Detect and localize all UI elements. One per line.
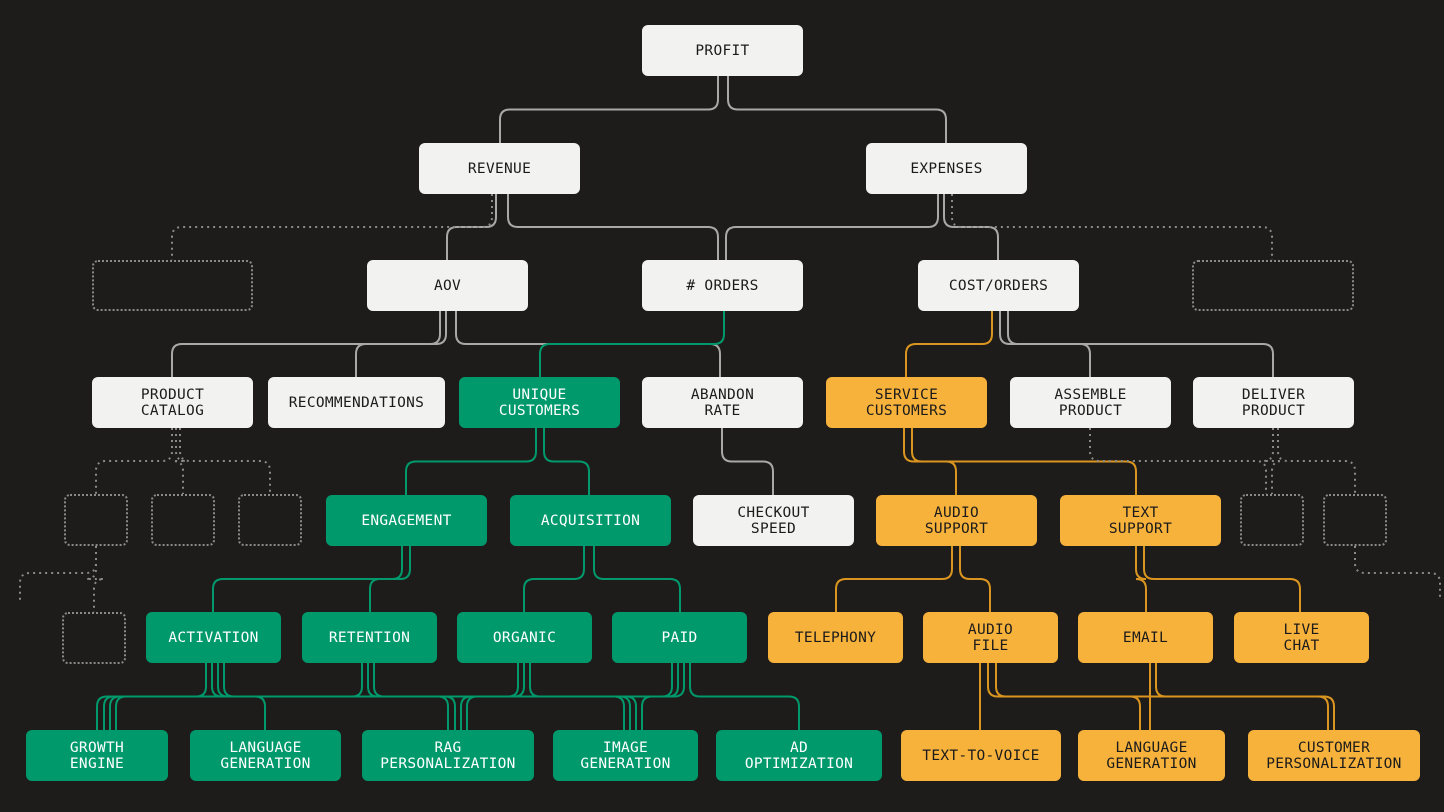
- node-engagement: ENGAGEMENT: [326, 495, 487, 546]
- link-engagement-activation: [212, 546, 403, 612]
- node-abandon-rate: ABANDON RATE: [642, 377, 803, 428]
- placeholder-catalog-1: [64, 494, 128, 546]
- link-paid-ad: [689, 663, 800, 730]
- node-activation: ACTIVATION: [146, 612, 281, 663]
- link-acquisition-organic: [523, 546, 585, 612]
- link-paid-growth: [115, 663, 673, 730]
- node-text-support: TEXT SUPPORT: [1060, 495, 1221, 546]
- placeholder-catalog-4: [62, 612, 126, 664]
- node-telephony: TELEPHONY: [768, 612, 903, 663]
- placeholder-right-l3: [1192, 260, 1354, 311]
- node-product-catalog: PRODUCT CATALOG: [92, 377, 253, 428]
- placeholder-right-l5-1: [1240, 494, 1304, 546]
- link-email-personalization: [1155, 663, 1335, 730]
- link-assemble-placeholder: [1089, 428, 1267, 494]
- node-growth-engine: GROWTH ENGINE: [26, 730, 168, 781]
- link-revenue-orders: [507, 194, 719, 260]
- link-p1-p4: [85, 546, 105, 612]
- link-expenses-placeholder: [951, 194, 1273, 260]
- node-live-chat: LIVE CHAT: [1234, 612, 1369, 663]
- link-aov-recommendations: [355, 311, 447, 377]
- node-aov: AOV: [367, 260, 528, 311]
- link-unique-acquisition: [543, 428, 590, 495]
- node-checkout-speed: CHECKOUT SPEED: [693, 495, 854, 546]
- node-service-customers: SERVICE CUSTOMERS: [826, 377, 987, 428]
- placeholder-catalog-3: [238, 494, 302, 546]
- placeholder-right-l5-2: [1323, 494, 1387, 546]
- node-text-to-voice: TEXT-TO-VOICE: [901, 730, 1061, 781]
- placeholder-left-l3: [92, 260, 253, 311]
- node-deliver-product: DELIVER PRODUCT: [1193, 377, 1354, 428]
- node-language-generation-orange: LANGUAGE GENERATION: [1078, 730, 1225, 781]
- link-acquisition-paid: [593, 546, 681, 612]
- node-retention: RETENTION: [302, 612, 437, 663]
- link-deliver-p2: [1277, 428, 1356, 494]
- node-image-generation: IMAGE GENERATION: [553, 730, 698, 781]
- placeholder-catalog-2: [151, 494, 215, 546]
- link-paid-rag: [466, 663, 679, 730]
- node-audio-support: AUDIO SUPPORT: [876, 495, 1037, 546]
- link-deliver-p1: [1262, 428, 1283, 494]
- node-cost-orders: COST/ORDERS: [918, 260, 1079, 311]
- node-language-generation-green: LANGUAGE GENERATION: [190, 730, 341, 781]
- node-orders: # ORDERS: [642, 260, 803, 311]
- link-aov-catalog: [171, 311, 441, 377]
- link-catalog-p3: [179, 428, 271, 494]
- node-customer-personalization: CUSTOMER PERSONALIZATION: [1248, 730, 1420, 781]
- link-profit-revenue: [499, 76, 719, 143]
- node-recommendations: RECOMMENDATIONS: [268, 377, 445, 428]
- link-audio-telephony: [835, 546, 953, 612]
- link-unique-engagement: [405, 428, 537, 495]
- node-audio-file: AUDIO FILE: [923, 612, 1058, 663]
- link-cost-deliver: [1007, 311, 1274, 377]
- link-cost-service: [905, 311, 993, 377]
- link-engagement-retention: [369, 546, 411, 612]
- node-assemble-product: ASSEMBLE PRODUCT: [1010, 377, 1171, 428]
- link-paid-image: [641, 663, 685, 730]
- link-expenses-orders: [725, 194, 939, 260]
- node-acquisition: ACQUISITION: [510, 495, 671, 546]
- link-p2-offscreen: [1354, 546, 1441, 600]
- link-revenue-placeholder: [171, 194, 493, 260]
- link-orders-unique: [539, 311, 725, 377]
- link-profit-expenses: [727, 76, 947, 143]
- link-catalog-p2: [172, 428, 187, 494]
- node-email: EMAIL: [1078, 612, 1213, 663]
- link-text-email: [1135, 546, 1147, 612]
- node-revenue: REVENUE: [419, 143, 580, 194]
- link-p1-offscreen: [19, 546, 97, 600]
- node-profit: PROFIT: [642, 25, 803, 76]
- link-catalog-p1: [95, 428, 173, 494]
- node-ad-optimization: AD OPTIMIZATION: [716, 730, 882, 781]
- link-text-livechat: [1143, 546, 1301, 612]
- link-audio-file: [959, 546, 991, 612]
- node-paid: PAID: [612, 612, 747, 663]
- node-rag-personalization: RAG PERSONALIZATION: [362, 730, 534, 781]
- node-organic: ORGANIC: [457, 612, 592, 663]
- link-service-text: [911, 428, 1137, 495]
- link-abandon-checkout: [721, 428, 774, 495]
- node-unique-customers: UNIQUE CUSTOMERS: [459, 377, 620, 428]
- node-expenses: EXPENSES: [866, 143, 1027, 194]
